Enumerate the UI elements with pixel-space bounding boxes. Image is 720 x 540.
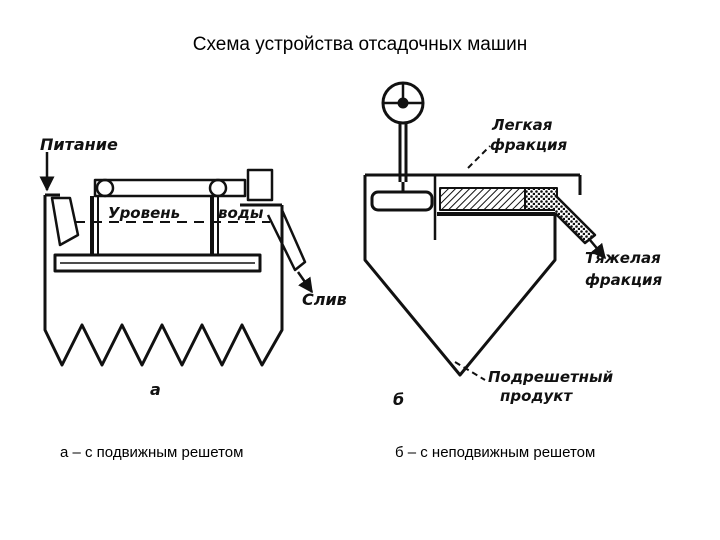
label-light-1: Легкая [491, 116, 553, 134]
label-water-level: Уровень [108, 204, 180, 222]
piston [370, 190, 434, 212]
drive-box [246, 168, 274, 202]
feed-chute [50, 196, 80, 247]
diagram-a [39, 152, 314, 367]
diagram-b [363, 81, 606, 381]
label-drain: Слив [302, 290, 347, 309]
caption-a: а – с подвижным решетом [60, 444, 244, 461]
letter-b: б [393, 390, 404, 409]
letter-a: а [150, 380, 161, 399]
label-feed: Питание [40, 135, 118, 154]
label-under-2: продукт [500, 387, 573, 405]
label-light-2: фракция [490, 136, 568, 154]
moving-screen [53, 253, 262, 273]
caption-b: б – с неподвижным решетом [395, 444, 596, 461]
label-heavy-2: фракция [585, 271, 663, 289]
drive-beam [93, 178, 247, 198]
label-heavy-1: Тяжелая [585, 249, 661, 267]
page-title: Схема устройства отсадочных машин [192, 34, 528, 55]
heavy-chute [554, 194, 597, 245]
heavy-fraction-bed [524, 187, 558, 211]
drain-chute [266, 209, 307, 272]
label-water: воды [218, 204, 264, 222]
label-under-1: Подрешетный [488, 368, 614, 386]
tank-a-body [43, 195, 284, 367]
light-fraction-bed [439, 187, 526, 211]
tank-b-body [363, 175, 557, 377]
